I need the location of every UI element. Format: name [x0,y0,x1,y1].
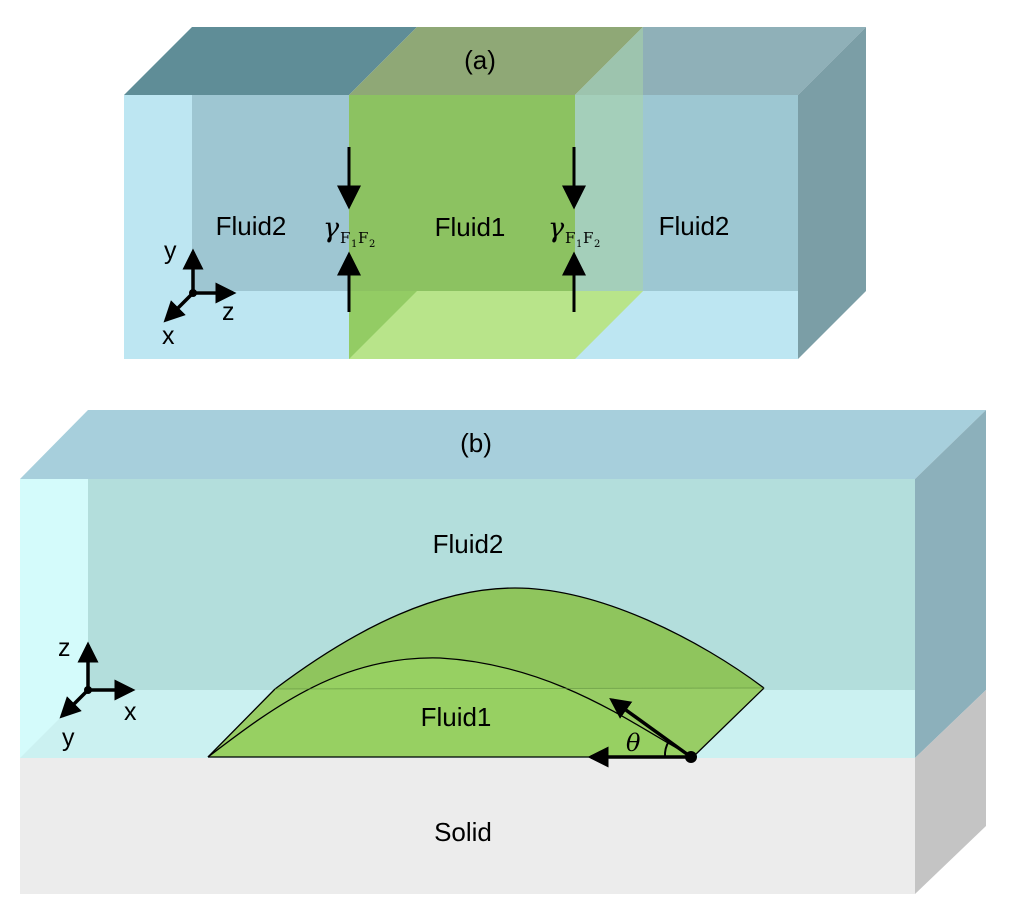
fluid2-label-b: Fluid2 [433,529,504,559]
theta-label: θ [626,729,641,757]
axis-y-label: y [164,237,177,265]
solid-label: Solid [434,817,492,847]
gamma-symbol-left: γ [323,213,340,244]
gamma-sub-f1-right: F [565,229,575,247]
box-b-right-face [915,410,986,758]
box-a-right-face [798,27,866,359]
solid-right-face [915,690,986,894]
gamma-sub-2-left: 2 [369,239,375,250]
axis-x-label-b: x [124,698,137,726]
back-wall-b [88,479,915,690]
axis-x-label: x [162,322,175,350]
interface-tension-left: γ F 1 F 2 [323,147,375,312]
droplet-edge-right [692,687,765,758]
solid-region [20,758,915,894]
axis-y-arrow-b [59,688,90,719]
droplet-edge-left [207,688,276,758]
panel-a-caption: (a) [464,45,496,75]
fluid2-left-label: Fluid2 [216,211,287,241]
box-a-top-face [124,27,866,95]
axis-x-arrow [163,291,195,323]
contact-point [685,751,697,763]
gamma-sub-f2-left: F [358,229,368,247]
fluid1-label: Fluid1 [435,212,506,242]
axes-triad-a: y z x [162,237,237,350]
panel-b: θ (b) Fluid2 Fluid1 Solid z x y [20,410,986,894]
axis-z-label: z [222,298,235,326]
back-wall-shade-left [192,95,349,291]
contact-angle: θ [587,697,697,768]
gamma-sub-1-left: 1 [351,239,357,250]
gamma-sub-2-right: 2 [594,239,600,250]
back-wall-shade-center [349,95,575,291]
droplet-front-body [208,657,693,757]
axis-origin [189,289,197,297]
gamma-sub-f1-left: F [340,229,350,247]
gamma-sub-f2-right: F [583,229,593,247]
gamma-symbol-right: γ [548,213,565,244]
droplet-back-base [274,687,765,690]
box-b-top-face [20,410,986,479]
axes-triad-b: z x y [58,634,137,752]
interface-right-plane [575,27,643,359]
droplet-outline-front [207,657,694,758]
droplet-outline-top [274,587,765,690]
panel-a: (a) Fluid2 Fluid1 Fluid2 γ F 1 F 2 γ F 1… [124,27,866,359]
axis-y-label-b: y [62,724,75,752]
fluid1-label-b: Fluid1 [421,702,492,732]
fluid1-floor [349,291,643,359]
interface-tension-right: γ F 1 F 2 [548,147,600,312]
fluid2-right-label: Fluid2 [659,211,730,241]
tangent-arrow [609,697,693,759]
gamma-sub-1-right: 1 [576,239,582,250]
angle-arc [663,740,670,758]
axis-z-label-b: z [58,634,71,662]
axis-origin-b [84,686,92,694]
panel-b-caption: (b) [460,428,492,458]
